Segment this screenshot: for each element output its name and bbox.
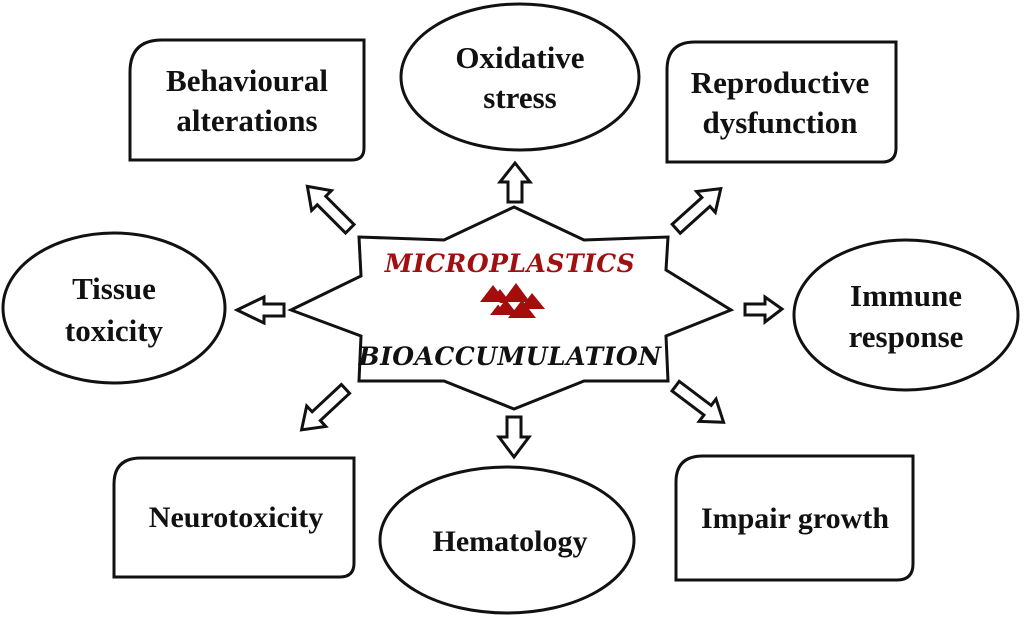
node-label-line2: alterations — [176, 103, 317, 138]
node-label-line1: Behavioural — [166, 63, 328, 98]
center-title: MICROPLASTICS — [384, 249, 635, 278]
arrow-down-icon — [496, 415, 532, 460]
arrow-shape — [299, 382, 352, 432]
arrow-down-left-icon — [299, 382, 352, 432]
center-subtitle: BIOACCUMULATION — [357, 342, 662, 371]
triangle — [502, 283, 530, 302]
node-behavioural-alterations: Behavioural alterations — [128, 38, 366, 162]
node-label: Impair growth — [701, 502, 889, 535]
triangle — [508, 300, 536, 318]
node-ellipse — [399, 2, 641, 152]
node-label-line2: response — [849, 319, 964, 354]
triangle-cluster-icon — [480, 283, 545, 318]
arrow-right-icon — [743, 294, 785, 326]
node-oxidative-stress: Oxidative stress — [399, 2, 641, 152]
node-label-line2: dysfunction — [702, 105, 857, 140]
node-ellipse — [792, 238, 1020, 392]
node-tissue-toxicity: Tissue toxicity — [1, 231, 227, 385]
node-label-line1: Oxidative — [455, 40, 584, 75]
triangle-gap — [511, 304, 517, 308]
triangle — [490, 297, 518, 315]
triangle — [520, 293, 545, 309]
node-box — [112, 456, 356, 579]
node-box — [665, 40, 898, 164]
arrow-up-left-icon — [305, 184, 357, 236]
arrow-shape — [669, 379, 726, 424]
central-star: MICROPLASTICS BIOACCUMULATION — [287, 205, 735, 411]
arrow-up-right-icon — [670, 186, 723, 236]
node-label-line2: toxicity — [65, 313, 164, 348]
arrow-down-right-icon — [669, 379, 726, 424]
node-label-line1: Immune — [850, 278, 962, 313]
arrow-shape — [305, 184, 357, 236]
arrow-left-icon — [233, 294, 286, 326]
node-immune-response: Immune response — [792, 238, 1020, 392]
node-reproductive-dysfunction: Reproductive dysfunction — [665, 40, 898, 164]
node-box — [674, 454, 915, 582]
node-label: Neurotoxicity — [149, 501, 323, 534]
arrow-shape — [670, 186, 723, 236]
node-ellipse — [378, 465, 636, 615]
triangle-gap — [497, 303, 503, 307]
node-neurotoxicity: Neurotoxicity — [112, 456, 356, 579]
node-ellipse — [1, 231, 227, 385]
node-box — [128, 38, 366, 162]
node-hematology: Hematology — [378, 465, 636, 615]
node-label-line1: Tissue — [72, 271, 156, 306]
node-label: Hematology — [433, 525, 588, 558]
node-label-line1: Reproductive — [691, 65, 870, 100]
arrow-up-icon — [496, 160, 534, 204]
node-label-line2: stress — [483, 80, 556, 115]
node-impair-growth: Impair growth — [674, 454, 915, 582]
